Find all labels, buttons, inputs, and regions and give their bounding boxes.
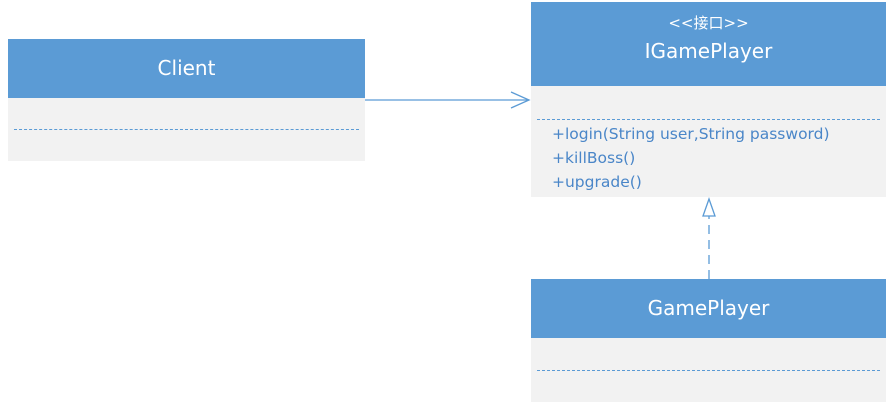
gameplayer-class-name: GamePlayer xyxy=(647,296,770,320)
client-class: Client xyxy=(8,39,365,161)
gameplayer-class-header: GamePlayer xyxy=(531,279,886,338)
igameplayer-interface: <<接口>> IGamePlayer +login(String user,St… xyxy=(531,2,886,197)
operation-upgrade: +upgrade() xyxy=(552,173,642,191)
realization-arrow xyxy=(702,197,716,279)
operation-login: +login(String user,String password) xyxy=(552,125,830,143)
igameplayer-stereotype: <<接口>> xyxy=(668,14,749,32)
client-class-name: Client xyxy=(157,56,216,80)
association-arrow xyxy=(365,91,531,109)
igameplayer-header: <<接口>> IGamePlayer xyxy=(531,2,886,86)
igameplayer-divider xyxy=(537,119,880,120)
client-class-divider xyxy=(14,129,359,130)
client-class-header: Client xyxy=(8,39,365,98)
operation-killboss: +killBoss() xyxy=(552,149,636,167)
gameplayer-class: GamePlayer xyxy=(531,279,886,402)
gameplayer-class-divider xyxy=(537,370,880,371)
igameplayer-operations: +login(String user,String password) +kil… xyxy=(552,122,830,194)
igameplayer-class-name: IGamePlayer xyxy=(644,39,773,63)
